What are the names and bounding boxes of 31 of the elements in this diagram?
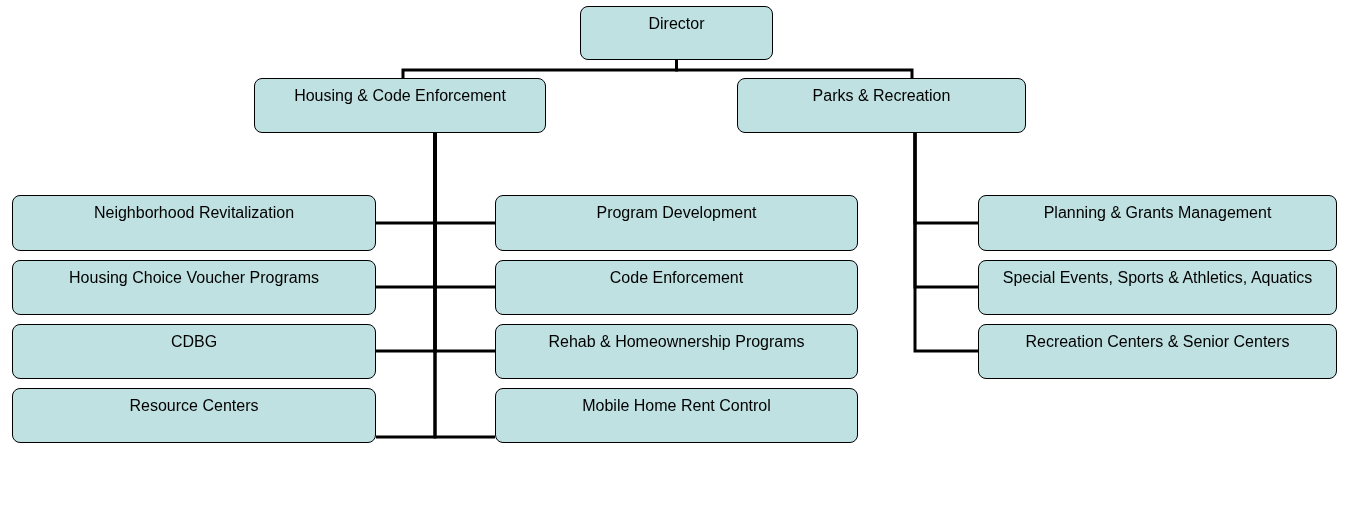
connector-line bbox=[913, 133, 978, 353]
unit-title: Housing Choice Voucher Programs bbox=[69, 268, 319, 288]
org-unit-box bbox=[978, 260, 1337, 315]
org-unit-box bbox=[580, 6, 773, 60]
unit-title: Mobile Home Rent Control bbox=[582, 396, 771, 416]
org-unit-box bbox=[495, 388, 858, 443]
org-unit-box bbox=[12, 388, 376, 443]
org-unit-box bbox=[495, 195, 858, 251]
org-unit-box bbox=[12, 324, 376, 379]
org-unit-box bbox=[495, 324, 858, 379]
unit-title: Rehab & Homeownership Programs bbox=[548, 332, 805, 352]
org-unit-box bbox=[737, 78, 1026, 133]
unit-title: CDBG bbox=[170, 332, 218, 352]
org-unit-box bbox=[12, 195, 376, 251]
org-unit-box bbox=[978, 195, 1337, 251]
unit-title: Neighborhood Revitalization bbox=[93, 203, 295, 223]
unit-title: Planning & Grants Management bbox=[1043, 203, 1272, 223]
unit-title: Director bbox=[648, 14, 705, 34]
org-unit-box bbox=[495, 260, 858, 315]
connector-line bbox=[433, 133, 495, 439]
org-unit-box bbox=[12, 260, 376, 315]
org-unit-box bbox=[254, 78, 546, 133]
unit-title: Program Development bbox=[596, 203, 757, 223]
unit-title: Housing & Code Enforcement bbox=[294, 86, 506, 106]
org-unit-box bbox=[978, 324, 1337, 379]
unit-title: Recreation Centers & Senior Centers bbox=[1025, 332, 1290, 352]
unit-title: Parks & Recreation bbox=[812, 86, 951, 106]
connector-line bbox=[675, 60, 914, 78]
unit-title: Special Events, Sports & Athletics, Aquatics bbox=[1002, 268, 1313, 288]
unit-title: Code Enforcement bbox=[609, 268, 744, 288]
unit-title: Resource Centers bbox=[129, 396, 259, 416]
